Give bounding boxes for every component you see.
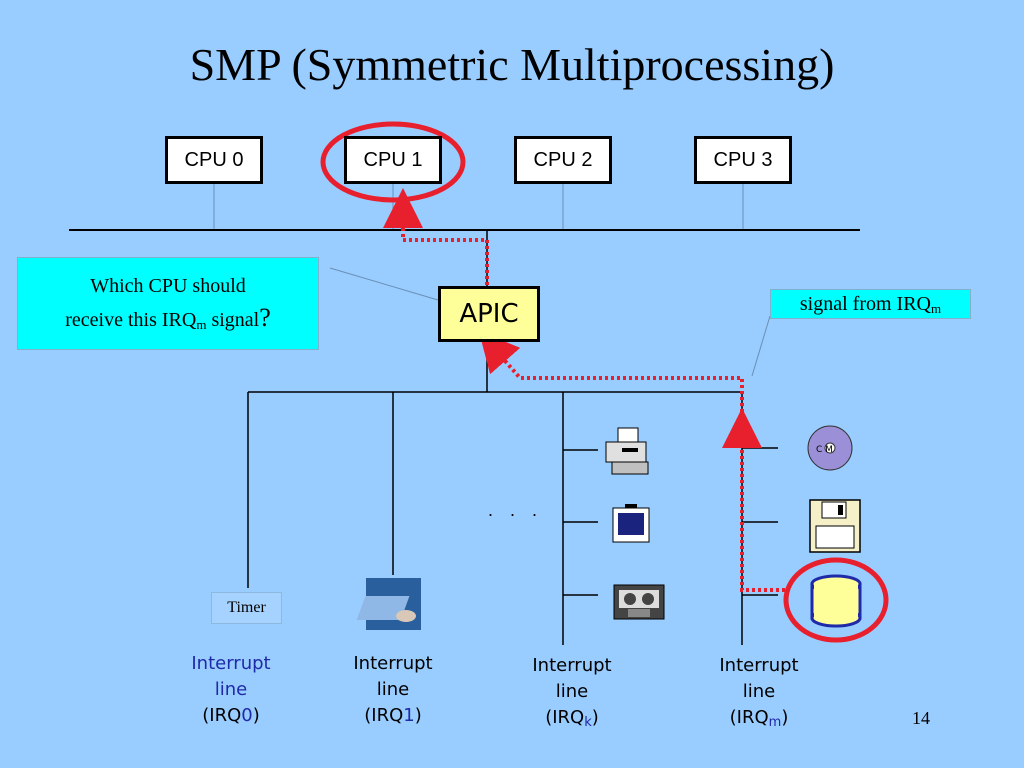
svg-text:C M: C M bbox=[816, 445, 833, 455]
irqm-label: Interrupt line (IRQm) bbox=[719, 655, 799, 730]
irq1-label: Interrupt line (IRQ1) bbox=[353, 653, 433, 726]
question-callout: Which CPU should receive this IRQm signa… bbox=[17, 257, 319, 350]
monitor-icon bbox=[612, 504, 650, 543]
timer-label: Timer bbox=[211, 592, 282, 624]
cpu-0-box: CPU 0 bbox=[165, 136, 263, 184]
device-stubs bbox=[563, 447, 778, 596]
cd-rom-icon: C M bbox=[807, 425, 853, 471]
floppy-disk-icon bbox=[809, 499, 861, 553]
signal-path-to-apic bbox=[478, 330, 744, 430]
question-line-2: receive this IRQm signal? bbox=[65, 303, 271, 332]
ellipsis: . . . bbox=[488, 500, 544, 520]
cpu1-highlight-ellipse bbox=[320, 121, 466, 203]
cpu-2-box: CPU 2 bbox=[514, 136, 612, 184]
question-line-1: Which CPU should bbox=[90, 275, 246, 297]
tape-icon bbox=[613, 584, 665, 620]
irq0-label: Interrupt line (IRQ0) bbox=[191, 653, 271, 726]
page-title: SMP (Symmetric Multiprocessing) bbox=[189, 39, 835, 90]
page-number: 14 bbox=[912, 708, 930, 728]
signal-path-irqm bbox=[722, 408, 785, 592]
cpu-3-box: CPU 3 bbox=[694, 136, 792, 184]
signal-note: signal from IRQm bbox=[770, 289, 971, 319]
keyboard-icon bbox=[356, 578, 421, 630]
disk-drive-icon bbox=[810, 574, 862, 628]
cpu-1-box: CPU 1 bbox=[344, 136, 442, 184]
printer-icon bbox=[605, 427, 649, 475]
signal-path-to-cpu1 bbox=[383, 188, 489, 285]
apic-box: APIC bbox=[438, 286, 540, 342]
disk-highlight-ellipse bbox=[783, 557, 889, 643]
irqk-label: Interrupt line (IRQk) bbox=[532, 655, 612, 730]
